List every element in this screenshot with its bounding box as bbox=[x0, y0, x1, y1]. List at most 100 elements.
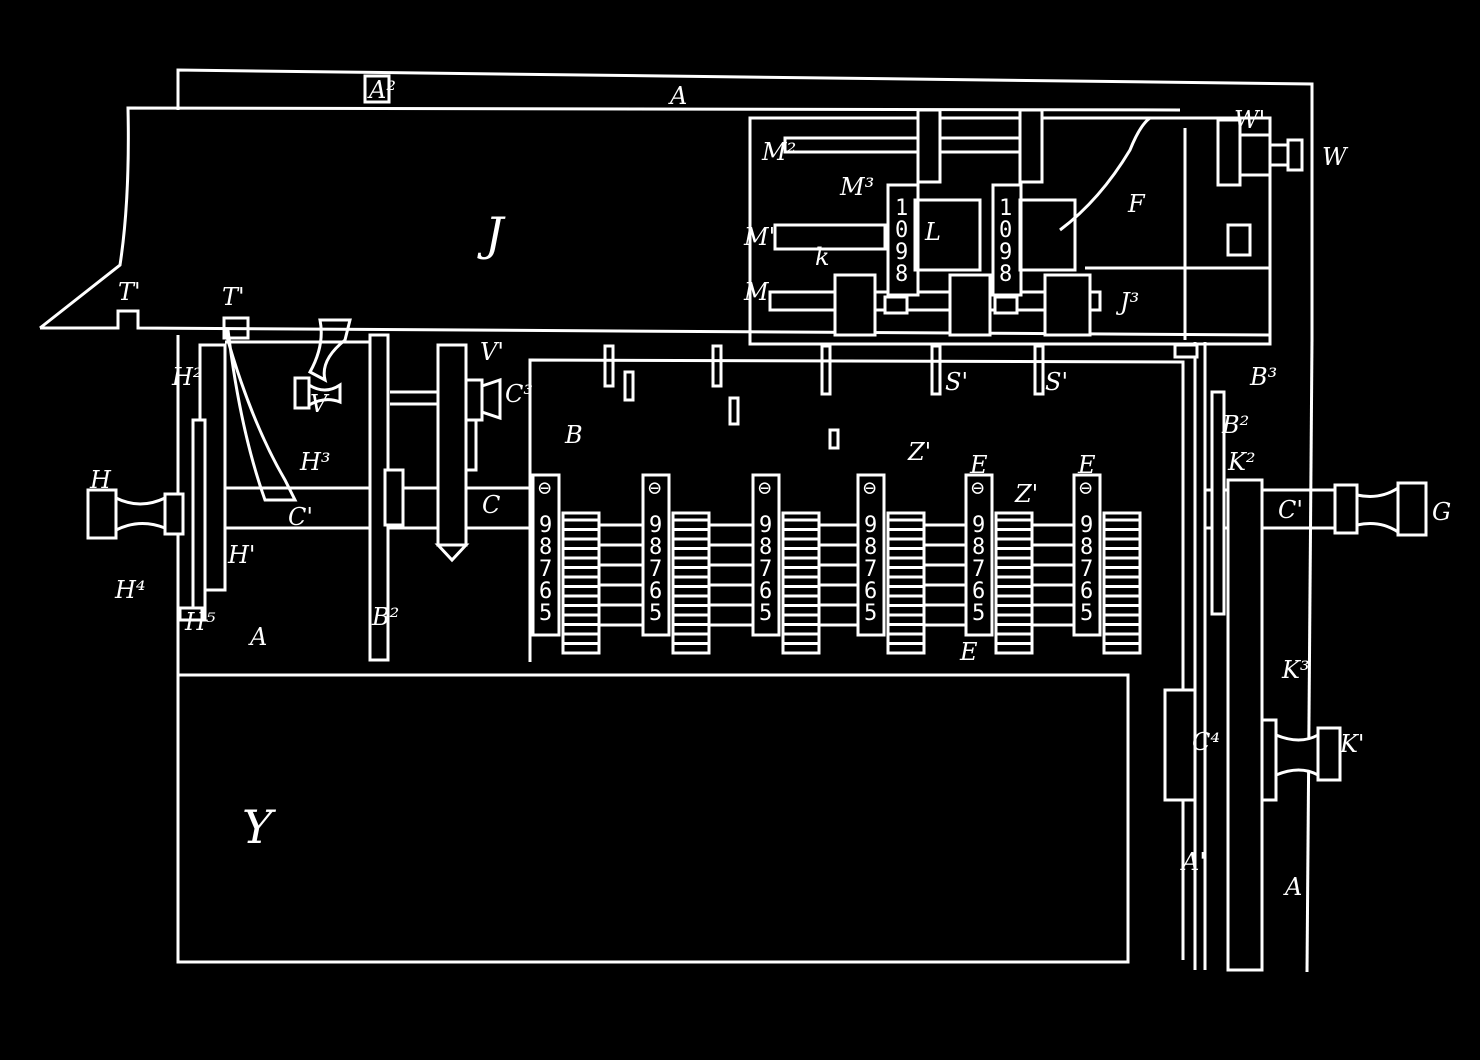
wheel-symbol: ⊖ bbox=[648, 476, 661, 501]
cover-plate-j bbox=[39, 106, 1271, 337]
ratchet-drum bbox=[994, 511, 1034, 655]
label-h1: H' bbox=[227, 541, 256, 569]
right-gear-k bbox=[1163, 343, 1342, 972]
wheel-digit: 6 bbox=[649, 579, 662, 604]
label-a-left: A bbox=[248, 623, 267, 651]
wheel-face bbox=[531, 473, 561, 637]
wheel-digit: 5 bbox=[539, 601, 552, 626]
frame-a bbox=[176, 68, 1314, 973]
label-a: A bbox=[668, 82, 687, 110]
label-c3: C³ bbox=[505, 380, 533, 408]
base-region-y bbox=[176, 335, 1130, 964]
label-z2: Z' bbox=[1014, 480, 1038, 508]
wheel-digit: 7 bbox=[972, 557, 985, 582]
label-k: k bbox=[815, 243, 830, 271]
label-h3: H³ bbox=[299, 448, 331, 476]
wheel-symbol: ⊖ bbox=[538, 476, 551, 501]
wheel-digit: 9 bbox=[1080, 513, 1093, 538]
labels: A A² A A A' J J³ B B² B² B³ C C' C' C³ C… bbox=[89, 76, 1451, 901]
wheel-digit: 7 bbox=[759, 557, 772, 582]
wheel-symbol: ⊖ bbox=[758, 476, 771, 501]
ratchet-drum bbox=[1102, 511, 1142, 655]
wheel-digit: 7 bbox=[864, 557, 877, 582]
wheel-digit: 5 bbox=[759, 601, 772, 626]
wheel-digit: 5 bbox=[1080, 601, 1093, 626]
label-b2-right: B² bbox=[1221, 411, 1249, 439]
wheel-digit: 9 bbox=[539, 513, 552, 538]
wheel-digit: 5 bbox=[864, 601, 877, 626]
label-h5: H⁵ bbox=[184, 608, 216, 636]
wheel-face bbox=[641, 473, 671, 637]
label-a1: A' bbox=[1180, 848, 1206, 876]
label-c: C bbox=[482, 491, 500, 519]
wheel-digit: 9 bbox=[972, 513, 985, 538]
label-f: F bbox=[1127, 190, 1146, 218]
wheel-digit: 9 bbox=[649, 513, 662, 538]
wheel-digit: 5 bbox=[972, 601, 985, 626]
left-gear-assembly bbox=[178, 316, 502, 662]
label-g: G bbox=[1432, 498, 1451, 526]
wheel-digit: 9 bbox=[759, 513, 772, 538]
wheel-digit: 6 bbox=[539, 579, 552, 604]
wheel-digit: 7 bbox=[649, 557, 662, 582]
counter-wheel-right-digit: 8 bbox=[999, 262, 1012, 287]
counter-wheel-right-digit: 0 bbox=[999, 218, 1012, 243]
wheel-digit: 8 bbox=[759, 535, 772, 560]
label-h4: H⁴ bbox=[114, 576, 146, 604]
label-j: J bbox=[477, 207, 506, 261]
label-v: V bbox=[310, 390, 330, 418]
carriage-b bbox=[528, 342, 1207, 970]
counter-wheel-left-digit: 8 bbox=[895, 262, 908, 287]
label-k3: K³ bbox=[1281, 656, 1310, 684]
wheel-digit: 8 bbox=[649, 535, 662, 560]
label-m1: M' bbox=[743, 223, 775, 251]
wheel-digit: 9 bbox=[864, 513, 877, 538]
label-z1: Z' bbox=[907, 438, 931, 466]
wheel-digit: 8 bbox=[1080, 535, 1093, 560]
label-e1: E bbox=[969, 451, 988, 479]
wheel-digit: 6 bbox=[759, 579, 772, 604]
counter-wheel-right-digit: 1 bbox=[999, 196, 1012, 221]
label-e3: E bbox=[959, 638, 978, 666]
label-h2: H² bbox=[171, 363, 203, 391]
wheel-digit: 7 bbox=[539, 557, 552, 582]
wheel-symbol: ⊖ bbox=[863, 476, 876, 501]
label-e2: E bbox=[1077, 451, 1096, 479]
label-c1: C' bbox=[288, 503, 313, 531]
ratchet-drum bbox=[561, 511, 601, 655]
label-w1: W' bbox=[1234, 106, 1265, 134]
wheel-digit: 7 bbox=[1080, 557, 1093, 582]
label-h: H bbox=[89, 466, 112, 494]
label-m2: M² bbox=[761, 138, 796, 166]
wheel-face bbox=[856, 473, 886, 637]
label-l: L bbox=[924, 218, 941, 246]
label-a-right: A bbox=[1283, 873, 1302, 901]
label-y: Y bbox=[242, 800, 277, 854]
wheel-face bbox=[964, 473, 994, 637]
counter-housing bbox=[748, 108, 1304, 346]
ratchet-drum bbox=[781, 511, 821, 655]
wheel-digit: 6 bbox=[972, 579, 985, 604]
label-c2: C' bbox=[1278, 496, 1303, 524]
counter-wheel-left-digit: 1 bbox=[895, 196, 908, 221]
wheel-digit: 8 bbox=[539, 535, 552, 560]
label-m: M bbox=[743, 278, 770, 306]
counter-wheel-right-digit: 9 bbox=[999, 240, 1012, 265]
wheel-digit: 8 bbox=[864, 535, 877, 560]
wheel-face bbox=[751, 473, 781, 637]
counter-wheel-left-digit: 0 bbox=[895, 218, 908, 243]
label-c4: C⁴ bbox=[1192, 728, 1220, 756]
label-a2: A² bbox=[367, 76, 396, 104]
label-t1: T' bbox=[118, 278, 141, 306]
label-t2: T' bbox=[222, 283, 245, 311]
label-j3: J³ bbox=[1115, 288, 1139, 316]
label-m3: M³ bbox=[839, 173, 874, 201]
